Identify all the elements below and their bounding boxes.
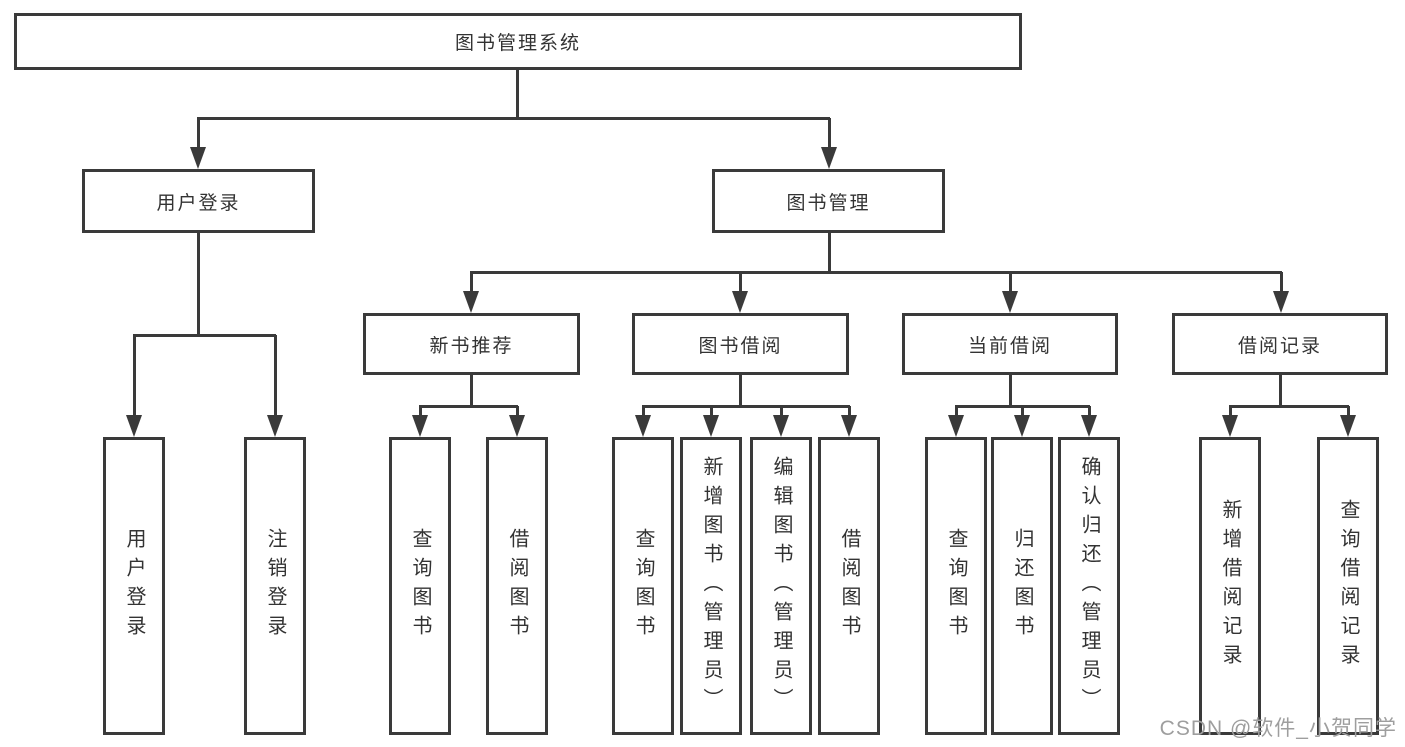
node-new-book-recommend: 新书推荐 [363, 313, 580, 375]
arrow-down-icon [635, 415, 651, 437]
node-label: 查询图书 [945, 528, 967, 644]
leaf-edit-book-admin: 编辑图书（管理员） [750, 437, 812, 735]
connector-line [1229, 405, 1349, 408]
arrow-down-icon [412, 415, 428, 437]
connector-line [197, 117, 830, 120]
node-book-borrow: 图书借阅 [632, 313, 849, 375]
connector-line [642, 406, 645, 415]
node-label: 查询借阅记录 [1337, 499, 1359, 673]
connector-line [1279, 375, 1282, 406]
arrow-down-icon [1273, 291, 1289, 313]
leaf-add-book-admin: 新增图书（管理员） [680, 437, 742, 735]
node-label: 查询图书 [632, 528, 654, 644]
connector-line [419, 406, 422, 415]
connector-line [828, 233, 831, 272]
leaf-query-books-newbook: 查询图书 [389, 437, 451, 735]
connector-line [710, 406, 713, 415]
connector-line [1347, 406, 1350, 415]
node-label: 新增借阅记录 [1219, 499, 1241, 673]
connector-line [955, 406, 958, 415]
arrow-down-icon [190, 147, 206, 169]
connector-line [274, 335, 277, 415]
node-label: 新增图书（管理员） [700, 455, 722, 717]
arrow-down-icon [126, 415, 142, 437]
connector-line [516, 406, 519, 415]
connector-line [1009, 272, 1012, 291]
connector-line [642, 405, 850, 408]
connector-line [470, 272, 473, 291]
arrow-down-icon [948, 415, 964, 437]
node-label: 借阅图书 [838, 528, 860, 644]
leaf-borrow-books-borrow: 借阅图书 [818, 437, 880, 735]
node-label: 图书管理系统 [454, 33, 581, 54]
connector-line [516, 70, 519, 118]
connector-line [739, 375, 742, 406]
arrow-down-icon [1340, 415, 1356, 437]
leaf-confirm-return-admin: 确认归还（管理员） [1058, 437, 1120, 735]
node-label: 编辑图书（管理员） [770, 455, 792, 717]
connector-line [1088, 406, 1091, 415]
node-label: 借阅记录 [1237, 335, 1322, 357]
node-user-login: 用户登录 [82, 169, 315, 233]
connector-line [197, 118, 200, 147]
leaf-logout-login: 注销登录 [244, 437, 306, 735]
leaf-query-books-borrow: 查询图书 [612, 437, 674, 735]
leaf-query-borrow-record: 查询借阅记录 [1317, 437, 1379, 735]
node-label: 用户登录 [123, 528, 145, 644]
node-current-borrow: 当前借阅 [902, 313, 1118, 375]
arrow-down-icon [1222, 415, 1238, 437]
node-library-management-system: 图书管理系统 [14, 13, 1022, 70]
arrow-down-icon [509, 415, 525, 437]
node-label: 图书管理 [786, 192, 871, 214]
arrow-down-icon [773, 415, 789, 437]
connector-line [1280, 272, 1283, 291]
leaf-add-borrow-record: 新增借阅记录 [1199, 437, 1261, 735]
connector-line [1021, 406, 1024, 415]
node-label: 归还图书 [1011, 528, 1033, 644]
node-label: 注销登录 [264, 528, 286, 644]
connector-line [828, 118, 831, 147]
connector-line [1009, 375, 1012, 406]
arrow-down-icon [267, 415, 283, 437]
connector-line [470, 271, 1282, 274]
arrow-down-icon [1014, 415, 1030, 437]
arrow-down-icon [821, 147, 837, 169]
arrow-down-icon [463, 291, 479, 313]
leaf-borrow-books-newbook: 借阅图书 [486, 437, 548, 735]
arrow-down-icon [1002, 291, 1018, 313]
arrow-down-icon [1081, 415, 1097, 437]
node-label: 图书借阅 [698, 335, 783, 357]
arrow-down-icon [732, 291, 748, 313]
leaf-query-books-current: 查询图书 [925, 437, 987, 735]
connector-line [197, 233, 200, 335]
node-book-management: 图书管理 [712, 169, 945, 233]
node-label: 当前借阅 [967, 335, 1052, 357]
connector-line [780, 406, 783, 415]
node-label: 确认归还（管理员） [1078, 455, 1100, 717]
connector-line [848, 406, 851, 415]
connector-line [133, 334, 276, 337]
connector-line [739, 272, 742, 291]
node-borrow-record: 借阅记录 [1172, 313, 1388, 375]
csdn-watermark: CSDN @软件_小贺同学 [1159, 717, 1397, 740]
arrow-down-icon [841, 415, 857, 437]
leaf-user-login: 用户登录 [103, 437, 165, 735]
connector-line [419, 405, 518, 408]
connector-line [133, 335, 136, 415]
arrow-down-icon [703, 415, 719, 437]
leaf-return-book: 归还图书 [991, 437, 1053, 735]
connector-line [470, 375, 473, 406]
connector-line [1229, 406, 1232, 415]
node-label: 新书推荐 [429, 335, 514, 357]
node-label: 查询图书 [409, 528, 431, 644]
node-label: 用户登录 [156, 192, 241, 214]
node-label: 借阅图书 [506, 528, 528, 644]
